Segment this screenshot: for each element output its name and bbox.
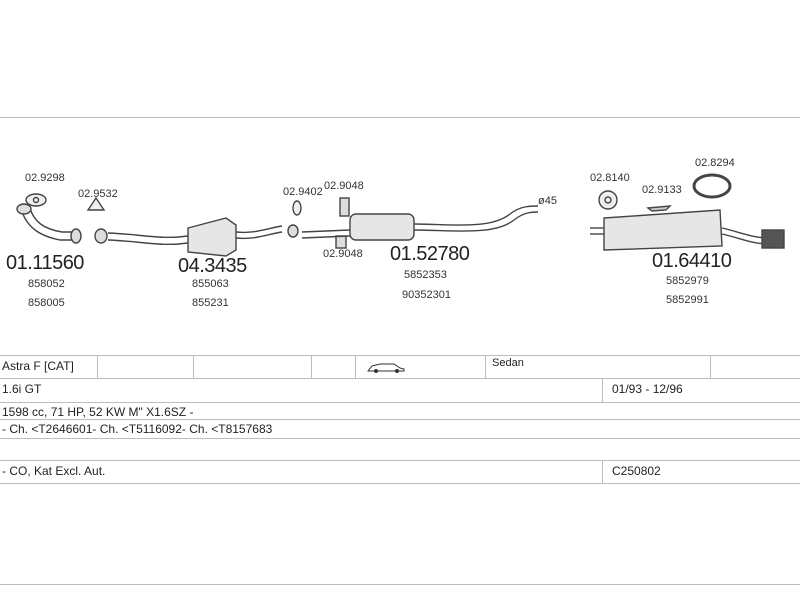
part-number-label: 02.9402 — [283, 186, 323, 198]
row-line-1 — [0, 378, 800, 379]
bracket-part-9133 — [646, 205, 672, 212]
oem-number: 5852979 — [666, 275, 709, 287]
rubber-mount-part-8140 — [598, 190, 618, 210]
table-top-border — [0, 355, 800, 356]
oem-number: 90352301 — [402, 289, 451, 301]
oem-number: 855231 — [192, 297, 229, 309]
gasket-ring-part-8294 — [692, 173, 732, 199]
oem-number: 858052 — [28, 278, 65, 290]
col-divider-5 — [485, 355, 486, 378]
oem-number: 858005 — [28, 297, 65, 309]
connector-part — [287, 224, 299, 238]
part-number-label: 02.9048 — [323, 248, 363, 260]
hanger-part-9048b — [335, 235, 347, 249]
col-divider-years — [602, 378, 603, 402]
col-divider-code — [602, 460, 603, 483]
part-number-label: 02.9532 — [78, 188, 118, 200]
ring-part-9402 — [292, 200, 302, 216]
col-divider-1 — [97, 355, 98, 378]
part-number-label: 02.9133 — [642, 184, 682, 196]
centre-muffler-part — [301, 205, 539, 241]
part-number-main: 01.52780 — [390, 243, 470, 265]
row-line-3 — [0, 419, 800, 420]
row-line-6 — [0, 483, 800, 484]
col-divider-4 — [355, 355, 356, 378]
clamp-part — [94, 228, 108, 244]
oem-number: 5852991 — [666, 294, 709, 306]
part-number-main: 04.3435 — [178, 255, 247, 277]
engine-specs: 1598 cc, 71 HP, 52 KW M" X1.6SZ - — [2, 405, 194, 419]
gasket-part — [86, 196, 106, 211]
top-border — [0, 117, 800, 118]
pipe-diameter-label: ø45 — [538, 195, 557, 207]
oem-number: 5852353 — [404, 269, 447, 281]
bottom-border — [0, 584, 800, 585]
car-icon — [366, 359, 406, 380]
part-number-label: 02.9298 — [25, 172, 65, 184]
part-number-label: 02.8294 — [695, 157, 735, 169]
flange-part — [25, 193, 47, 207]
row-line-4 — [0, 438, 800, 439]
catalog-code: C250802 — [612, 464, 661, 478]
vehicle-model: Astra F [CAT] — [2, 359, 74, 373]
rear-silencer-part — [590, 209, 785, 251]
front-pipe-part — [16, 203, 82, 244]
hanger-part-9048a — [339, 197, 350, 217]
engine-variant: 1.6i GT — [2, 382, 42, 396]
chassis-numbers: - Ch. <T2646601- Ch. <T5116092- Ch. <T81… — [2, 422, 273, 436]
production-years: 01/93 - 12/96 — [612, 382, 683, 396]
body-type: Sedan — [492, 357, 524, 369]
part-number-label: 02.9048 — [324, 180, 364, 192]
part-number-label: 02.8140 — [590, 172, 630, 184]
catalytic-converter-part — [107, 217, 283, 257]
part-number-main: 01.64410 — [652, 250, 732, 272]
part-number-main: 01.11560 — [6, 252, 84, 274]
notes: - CO, Kat Excl. Aut. — [2, 464, 106, 478]
col-divider-2 — [193, 355, 194, 378]
row-line-5 — [0, 460, 800, 461]
col-divider-3 — [311, 355, 312, 378]
col-divider-6 — [710, 355, 711, 378]
oem-number: 855063 — [192, 278, 229, 290]
row-line-2 — [0, 402, 800, 403]
